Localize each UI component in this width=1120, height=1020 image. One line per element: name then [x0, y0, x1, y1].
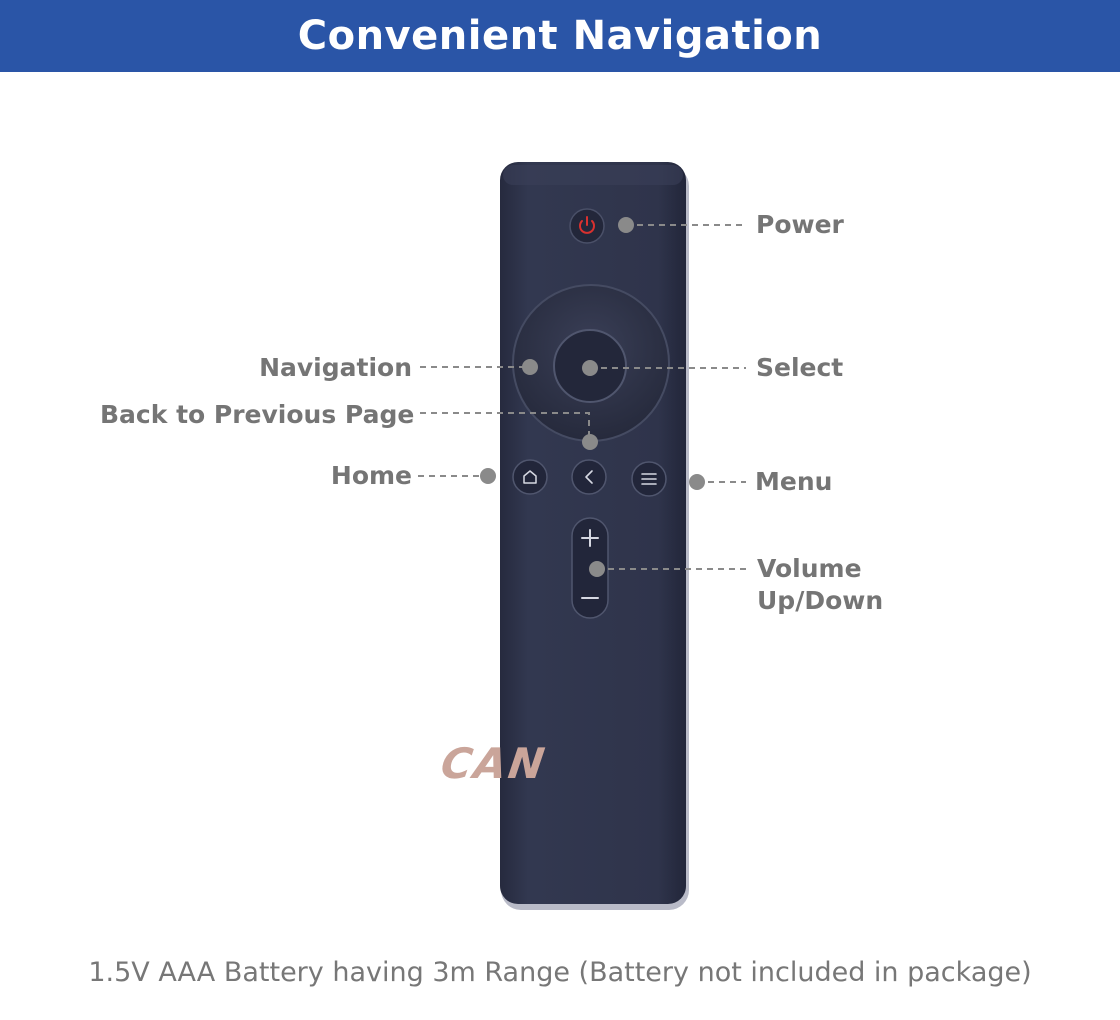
label-volume-line2: Up/Down	[757, 586, 884, 615]
label-select: Select	[756, 353, 844, 382]
chevron-left-icon	[585, 470, 593, 484]
label-home: Home	[330, 461, 412, 490]
home-button[interactable]	[512, 459, 548, 495]
menu-button[interactable]	[631, 461, 667, 497]
label-volume-line1: Volume	[757, 554, 862, 583]
page-title: Convenient Navigation	[297, 13, 823, 59]
back-button[interactable]	[571, 459, 607, 495]
label-navigation: Navigation	[259, 353, 412, 382]
header-banner: Convenient Navigation	[0, 0, 1120, 72]
menu-icon	[641, 473, 657, 485]
label-power: Power	[756, 210, 844, 239]
label-back: Back to Previous Page	[100, 400, 415, 429]
home-icon	[523, 470, 537, 484]
callout-markers	[480, 217, 705, 577]
power-button[interactable]	[569, 208, 605, 244]
power-icon	[579, 216, 595, 234]
plus-icon	[581, 529, 599, 547]
label-menu: Menu	[755, 467, 833, 496]
battery-note: 1.5V AAA Battery having 3m Range (Batter…	[88, 957, 1032, 988]
callout-lines	[418, 224, 746, 570]
brand-logo: CAN	[438, 739, 549, 788]
